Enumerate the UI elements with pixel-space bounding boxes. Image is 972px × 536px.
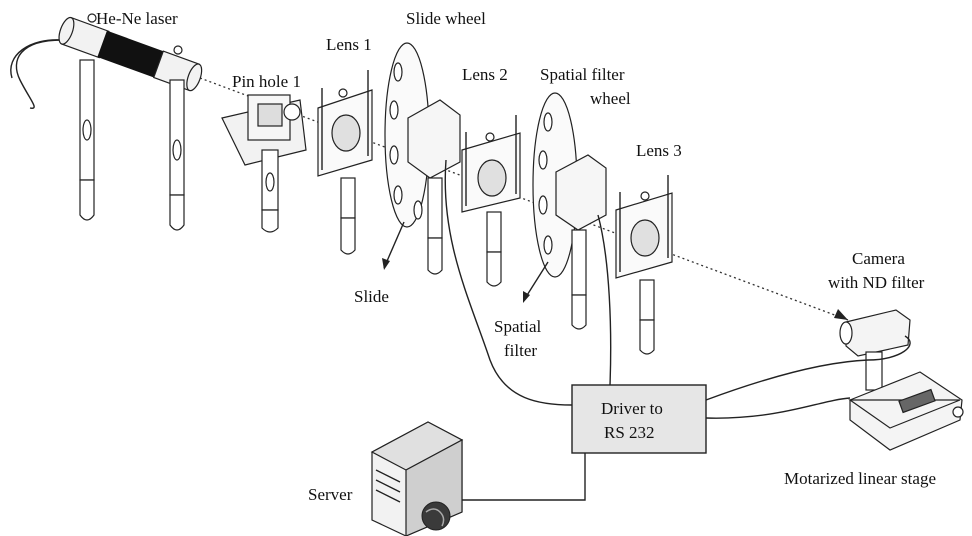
lens-1-mount <box>318 70 372 254</box>
laser-cable <box>16 40 62 108</box>
label-spatial-filter-wheel-line2: wheel <box>590 89 631 108</box>
pin-hole-1 <box>222 95 306 232</box>
server-computer <box>372 422 462 536</box>
label-lens-2: Lens 2 <box>462 65 508 84</box>
label-spatial-filter-wheel-line1: Spatial filter <box>540 65 625 84</box>
label-spatial-filter-line2: filter <box>504 341 537 360</box>
driver-box <box>572 385 706 453</box>
label-camera-line1: Camera <box>852 249 905 268</box>
label-pin-hole-1: Pin hole 1 <box>232 72 301 91</box>
label-server: Server <box>308 485 353 504</box>
globe-icon <box>422 502 450 530</box>
lens-2-glass <box>478 160 506 196</box>
cable-spatial-filter <box>598 215 611 385</box>
cable-stage <box>706 398 850 418</box>
slide-wheel <box>382 43 460 274</box>
label-spatial-filter-line1: Spatial <box>494 317 541 336</box>
he-ne-laser <box>11 14 205 230</box>
label-slide-wheel: Slide wheel <box>406 9 486 28</box>
label-driver-line2: RS 232 <box>604 423 655 442</box>
label-linear-stage: Motarized linear stage <box>784 469 936 488</box>
label-slide: Slide <box>354 287 389 306</box>
beam-arrowhead <box>834 309 848 320</box>
lens-2-mount <box>462 115 520 286</box>
camera-with-nd-filter <box>840 310 910 390</box>
label-lens-1: Lens 1 <box>326 35 372 54</box>
label-he-ne-laser: He-Ne laser <box>96 9 178 28</box>
label-camera-line2: with ND filter <box>828 273 925 292</box>
lens-3-glass <box>631 220 659 256</box>
laser-tube-band <box>97 31 165 79</box>
lens-1-glass <box>332 115 360 151</box>
label-lens-3: Lens 3 <box>636 141 682 160</box>
spatial-filter-wheel <box>523 93 606 329</box>
label-driver-line1: Driver to <box>601 399 663 418</box>
lens-3-mount <box>616 175 672 354</box>
